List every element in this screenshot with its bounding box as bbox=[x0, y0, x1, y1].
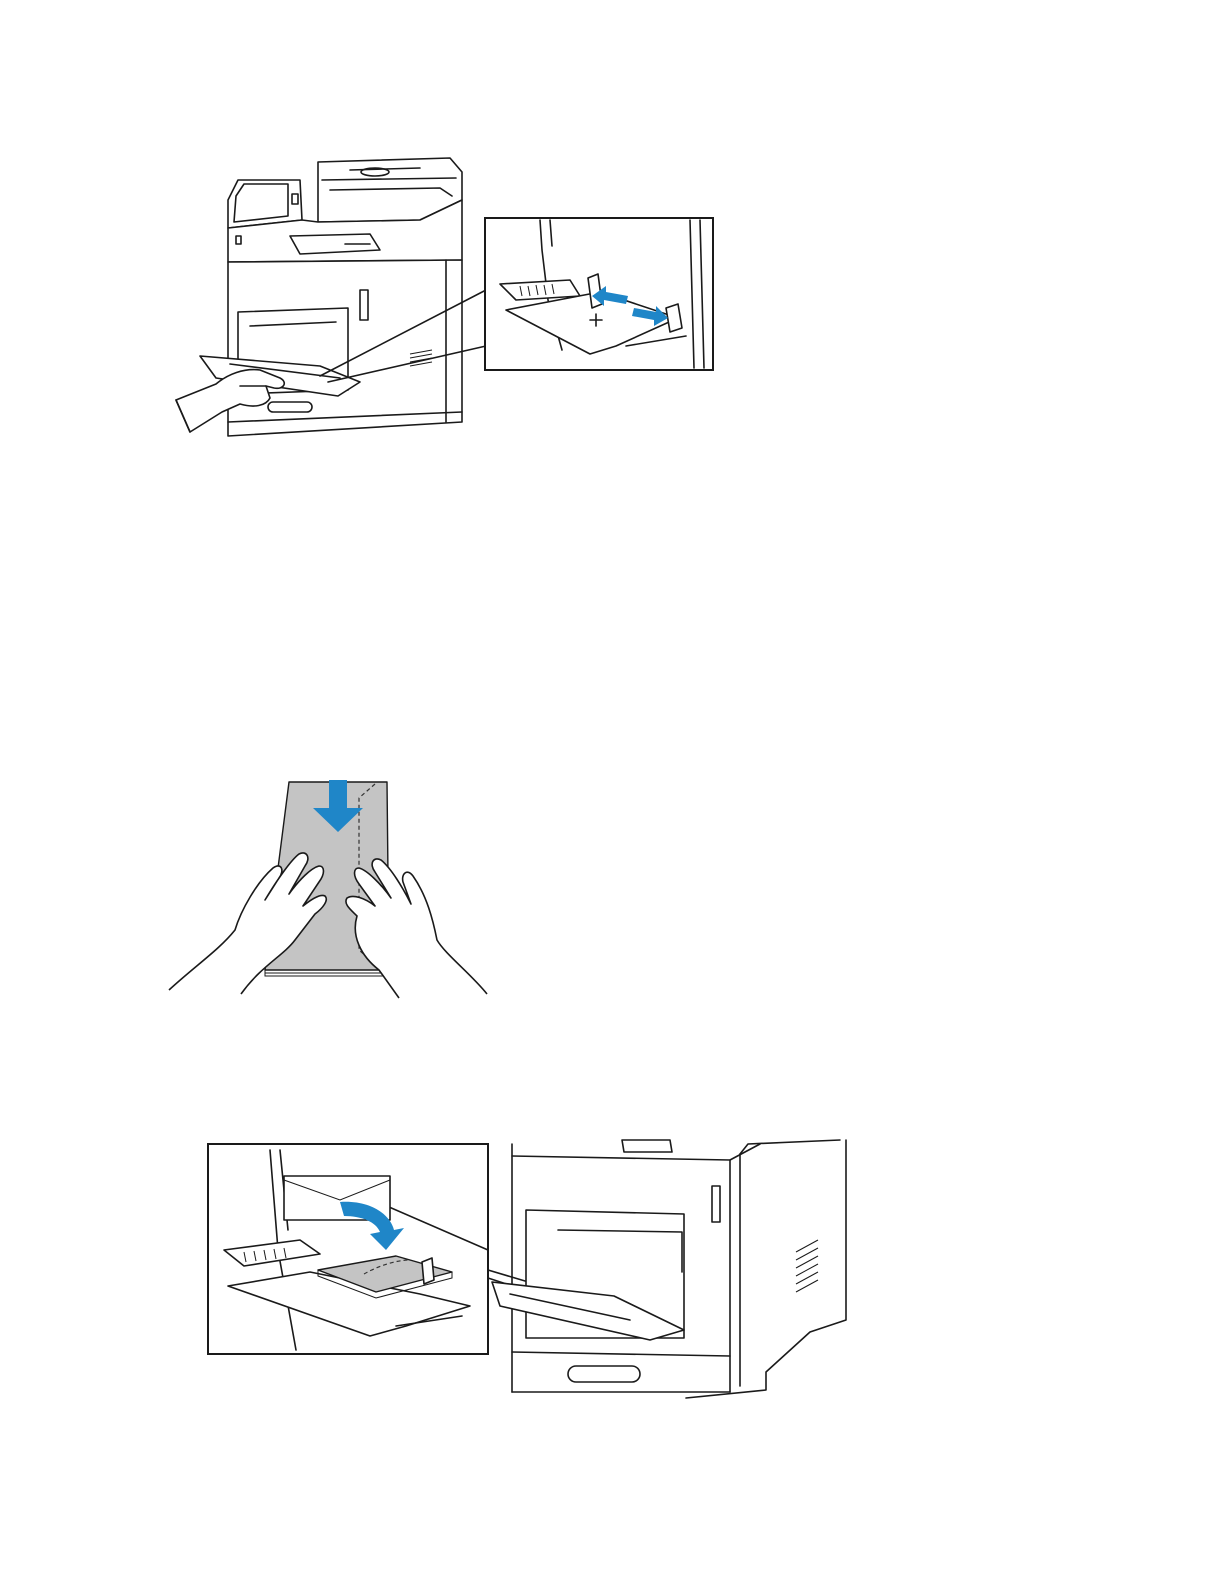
printer-illustration-svg bbox=[170, 150, 720, 440]
inset-envelope-tray bbox=[208, 1144, 488, 1354]
inset-paper-guides bbox=[485, 218, 713, 370]
envelope-stack-illustration bbox=[165, 770, 495, 1000]
right-hand-illustration bbox=[346, 859, 487, 998]
load-illustration-svg bbox=[200, 1130, 860, 1410]
envelope-illustration-svg bbox=[165, 770, 495, 1000]
printer-bypass-tray-illustration bbox=[170, 150, 720, 440]
envelope-load-illustration bbox=[200, 1130, 860, 1410]
printer-front bbox=[492, 1140, 846, 1398]
